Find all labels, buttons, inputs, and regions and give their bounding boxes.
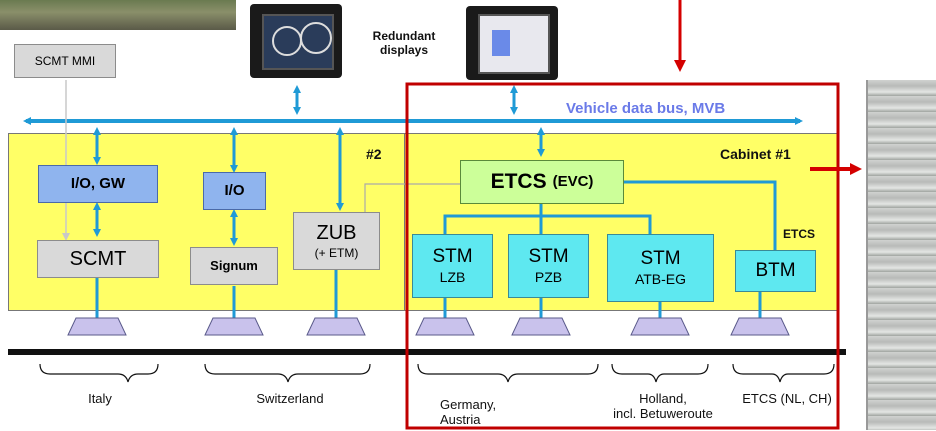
zub-label: ZUB [316,221,357,244]
train-photo [0,0,236,30]
io-box: I/O [203,172,266,210]
io-gw-box: I/O, GW [38,165,158,203]
cabinet-2-label: #2 [366,146,382,162]
zub-box: ZUB (+ ETM) [293,212,380,270]
etcs-group-label: ETCS [783,227,816,241]
zub-sub-label: (+ ETM) [314,245,359,260]
io-label: I/O [224,182,245,200]
signum-box: Signum [190,247,278,285]
region-holland: Holland, incl. Betuweroute [613,391,713,421]
stm-lzb-box: STM LZB [412,234,493,298]
stm-lzb-label: STM [432,246,473,268]
btm-label: BTM [755,260,796,282]
scmt-mmi-label: SCMT MMI [34,53,96,68]
btm-box: BTM [735,250,816,292]
display-1 [250,4,342,78]
cabinet-photo [866,80,936,430]
etcs-evc-box: ETCS (EVC) [460,160,624,204]
region-italy: Italy [88,391,112,406]
region-switzerland: Switzerland [256,391,324,406]
stm-lzb-sub-label: LZB [439,269,466,286]
display-2 [466,6,558,80]
stm-pzb-label: STM [528,246,569,268]
etcs-label: ETCS [490,169,547,193]
vehicle-bus-label: Vehicle data bus, MVB [566,100,726,117]
io-gw-label: I/O, GW [70,175,126,193]
stm-atb-box: STM ATB-EG [607,234,714,302]
redundant-displays-label: Redundant displays [372,29,436,57]
etcs-sub-label: (EVC) [552,173,594,191]
stm-atb-sub-label: ATB-EG [634,271,687,288]
stm-pzb-box: STM PZB [508,234,589,298]
stm-pzb-sub-label: PZB [534,269,563,286]
cabinet-1-label: Cabinet #1 [720,146,791,162]
scmt-box: SCMT [37,240,159,278]
scmt-label: SCMT [69,247,127,270]
region-etcs-nl-ch: ETCS (NL, CH) [742,391,832,406]
region-germany-austria: Germany, Austria [440,397,497,427]
scmt-mmi-box: SCMT MMI [14,44,116,78]
stm-atb-label: STM [640,248,681,270]
signum-label: Signum [210,258,258,274]
